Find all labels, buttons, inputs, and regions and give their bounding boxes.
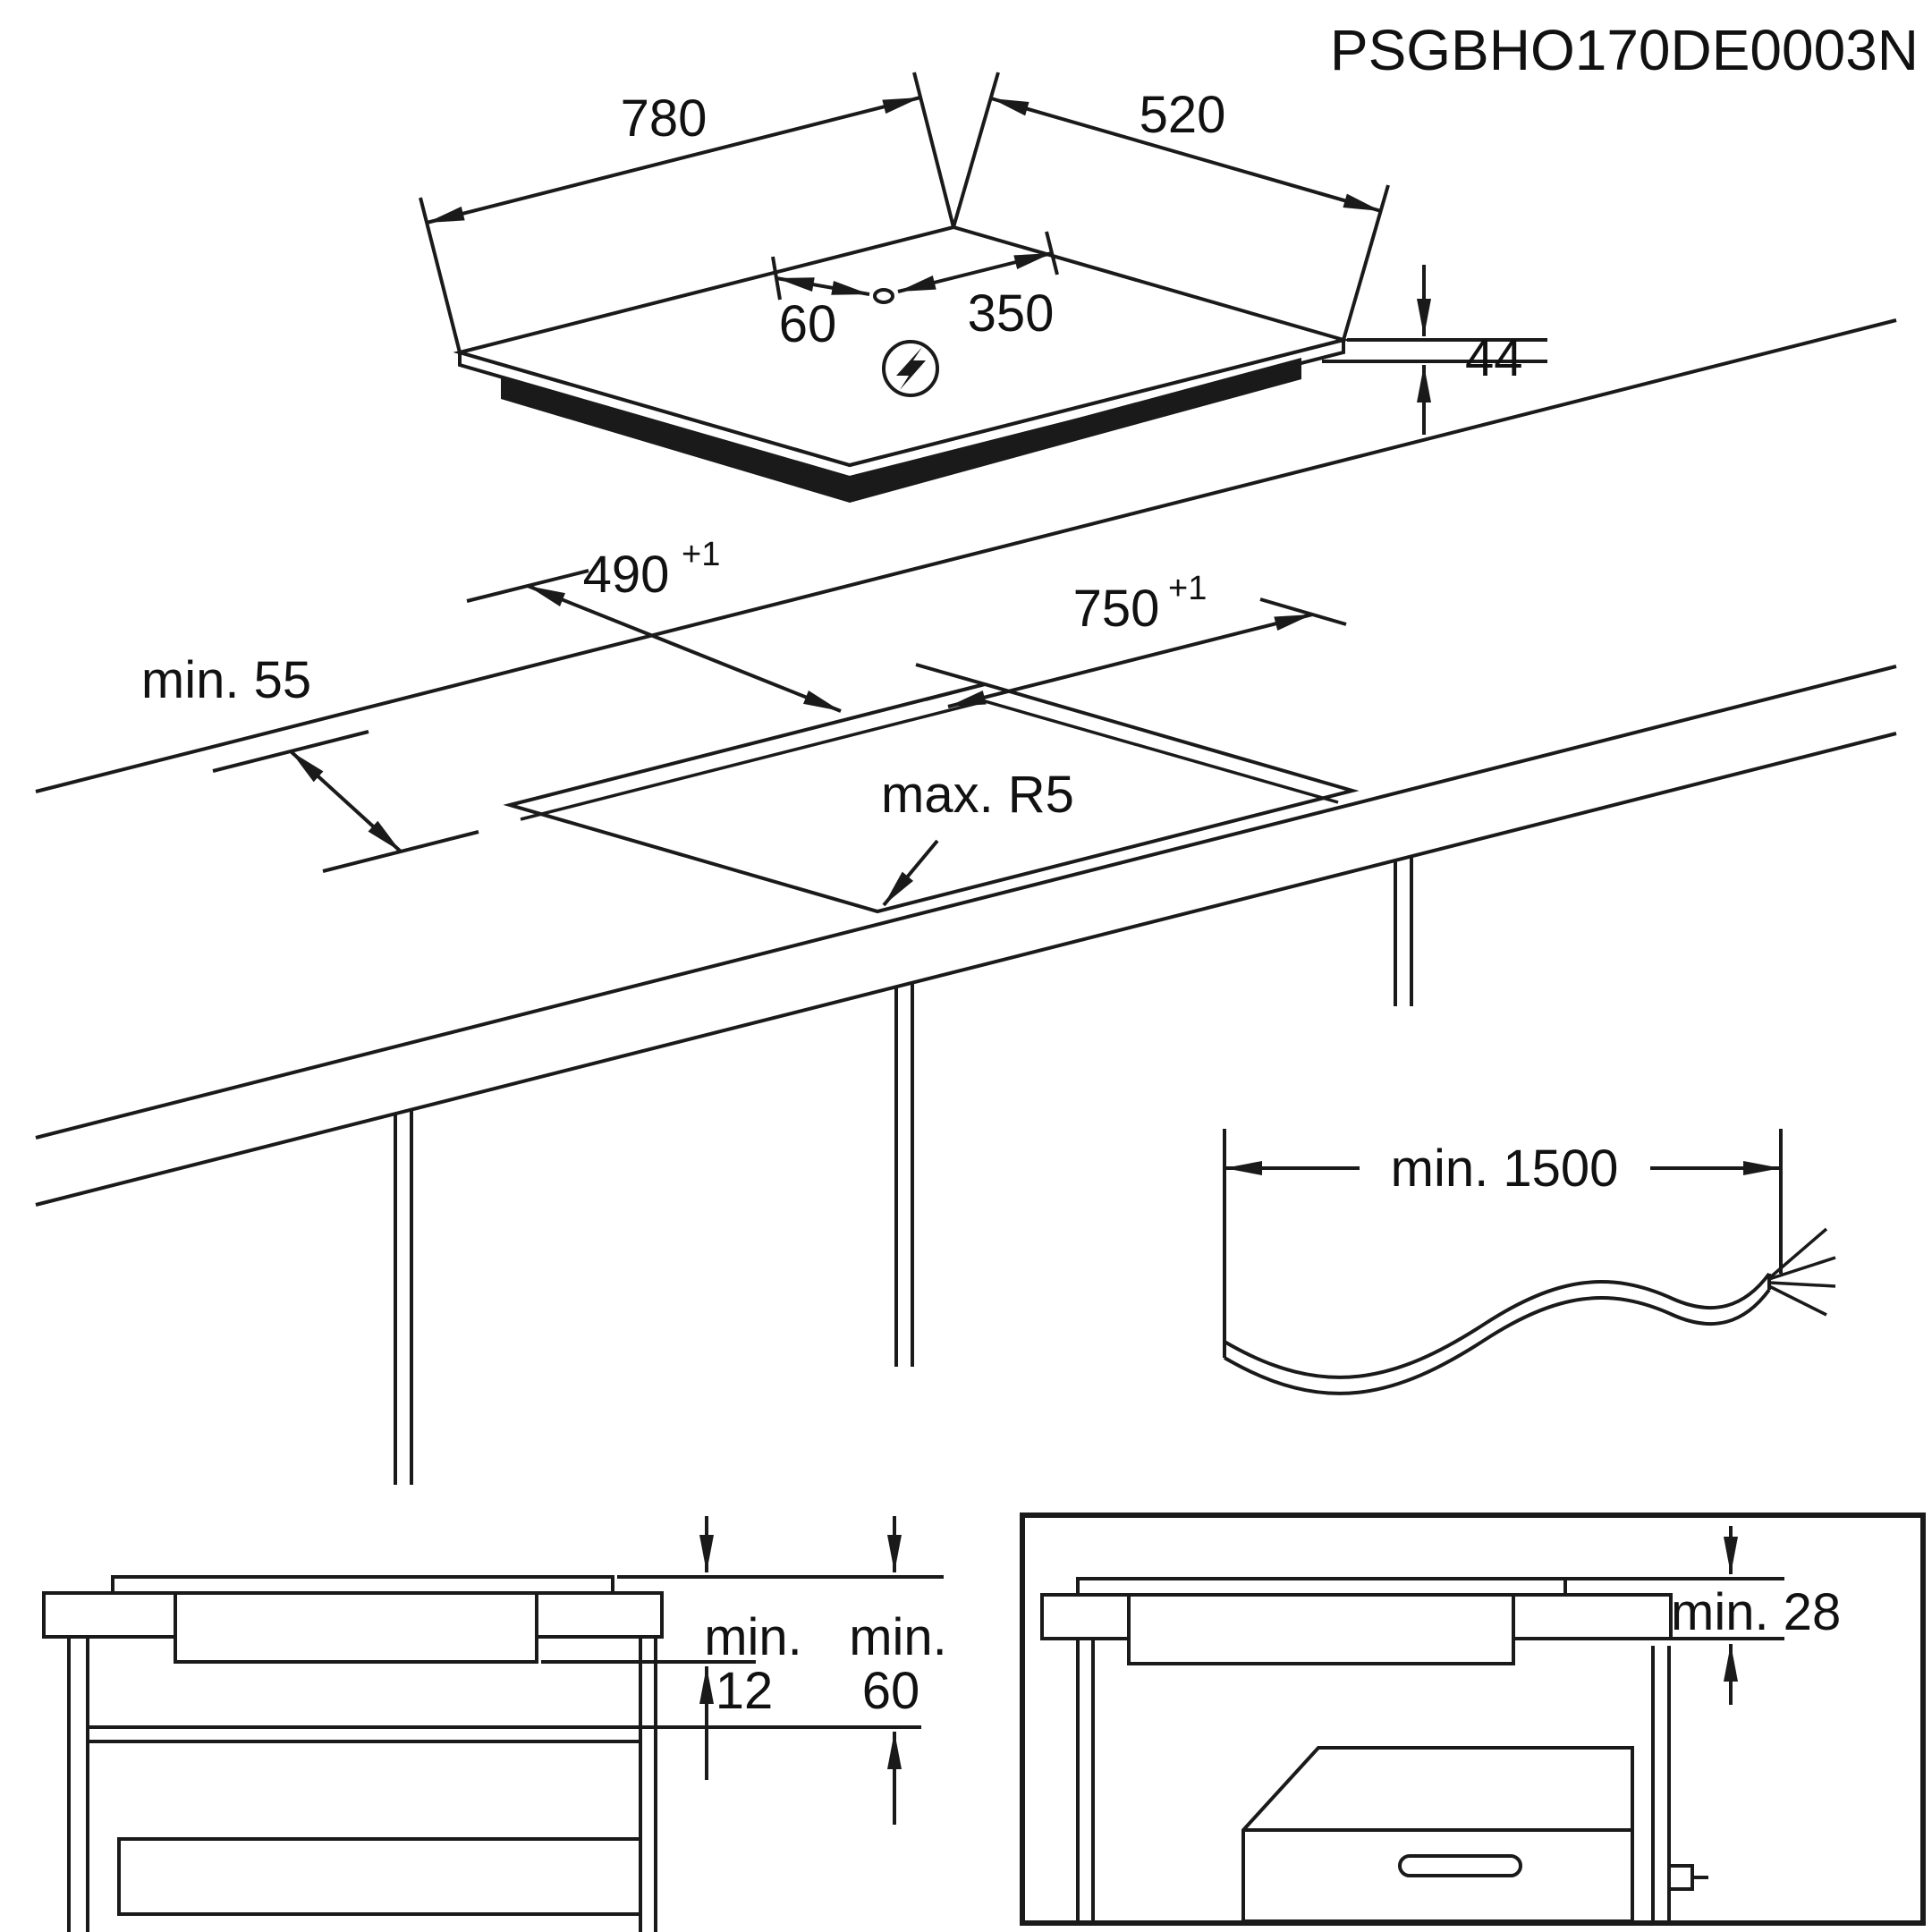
oven-handle: [1398, 1854, 1522, 1877]
dim-hob-height: 44: [1322, 265, 1547, 435]
clearance-60-value: 60: [862, 1662, 920, 1720]
hob-depth-label: 520: [1140, 86, 1226, 144]
cable-length-label: min. 1500: [1391, 1140, 1619, 1198]
dimension-line: [947, 613, 1313, 708]
cable-wire-ends: [1767, 1227, 1836, 1317]
clearance-60-prefix: min.: [849, 1608, 947, 1666]
worktop-legs: [394, 857, 1413, 1485]
power-connection-icon: [882, 340, 939, 397]
dim-hob-depth: 520: [952, 72, 1390, 341]
dim-clearance-60: min. 60: [849, 1516, 947, 1825]
corner-radius-label: max. R5: [881, 766, 1074, 824]
wire-line: [1768, 1281, 1836, 1288]
worktop-front-edge: [35, 665, 1897, 1140]
extension-line: [1259, 597, 1347, 626]
dimension-line: [426, 96, 921, 225]
hinge-knob: [1667, 1864, 1694, 1891]
wire-line: [1767, 1227, 1828, 1280]
clearance-12-prefix: min.: [704, 1608, 802, 1666]
extension-line: [912, 72, 955, 228]
cutout-depth-label: 490: [583, 546, 670, 604]
clearance-12-value: 12: [716, 1662, 774, 1720]
dim-corner-radius: max. R5: [881, 766, 1074, 907]
worktop-cross-section: min. 12 min. 60: [42, 1516, 947, 1932]
wire-line: [1768, 1284, 1827, 1317]
hob-body-band: [501, 358, 1301, 503]
worktop-cutout: [503, 682, 1360, 914]
cutout-depth-tolerance: +1: [682, 536, 720, 573]
hob-glass-section: [1076, 1577, 1567, 1597]
cable-entry-point: [873, 288, 894, 304]
oven-clearance-figure: min. 28: [1020, 1513, 1926, 1926]
dim-edge-clearance: min. 55: [141, 651, 479, 873]
worktop-left-section: [42, 1591, 177, 1639]
dimension-line: [775, 276, 870, 296]
hob-box-section: [1127, 1593, 1515, 1665]
hob-glass-surface: [453, 225, 1351, 468]
power-circle: [882, 340, 939, 397]
worktop-front-bottom-edge: [35, 732, 1897, 1207]
drawing-code: PSGBHO170DE0003N: [1330, 18, 1919, 82]
dim-clearance-28: min. 28: [1671, 1526, 1841, 1705]
wire-line: [1768, 1256, 1836, 1281]
dim-cable-position: 60 350: [771, 231, 1059, 353]
worktop-right-section: [535, 1591, 664, 1639]
extension-line: [952, 72, 1000, 228]
oven-clearance-label: min. 28: [1671, 1583, 1841, 1641]
dimension-line: [289, 750, 402, 853]
extension-line: [915, 663, 986, 686]
hob-box-section: [174, 1591, 538, 1664]
dim-clearance-12: min. 12: [699, 1516, 802, 1780]
cutout-width-tolerance: +1: [1168, 570, 1207, 607]
worktop-cutout-view: 490 +1 750 +1 min. 55 max. R5: [35, 318, 1897, 1485]
cable-offset-label: 60: [779, 295, 837, 353]
drawer-front: [117, 1837, 642, 1916]
dimension-line: [897, 251, 1053, 293]
lightning-bolt-icon: [896, 347, 926, 390]
dimension-line: [527, 584, 842, 713]
cable-outline: [1223, 1288, 1771, 1395]
worktop-left-section: [1040, 1593, 1131, 1640]
cable-center-label: 350: [968, 284, 1055, 343]
hob-glass-section: [111, 1575, 614, 1595]
hob-width-label: 780: [621, 89, 708, 148]
cable-length-figure: min. 1500: [1223, 1129, 1836, 1395]
dim-cutout-width: 750 +1: [925, 570, 1347, 708]
edge-clearance-label: min. 55: [141, 651, 311, 709]
oven-body: [1241, 1746, 1634, 1923]
worktop-back-edge: [35, 318, 1897, 793]
dim-cutout-depth: 490 +1: [466, 536, 986, 713]
hob-height-label: 44: [1465, 329, 1523, 387]
worktop-right-section: [1512, 1593, 1673, 1640]
cable-outline: [1223, 1272, 1771, 1379]
hob-top-view: 780 520 60 350: [419, 72, 1547, 503]
dim-hob-width: 780: [419, 72, 955, 353]
cutout-width-label: 750: [1073, 580, 1160, 638]
dimension-line: [990, 97, 1382, 213]
leader-line: [882, 839, 939, 907]
oven-outline: [1241, 1746, 1634, 1923]
